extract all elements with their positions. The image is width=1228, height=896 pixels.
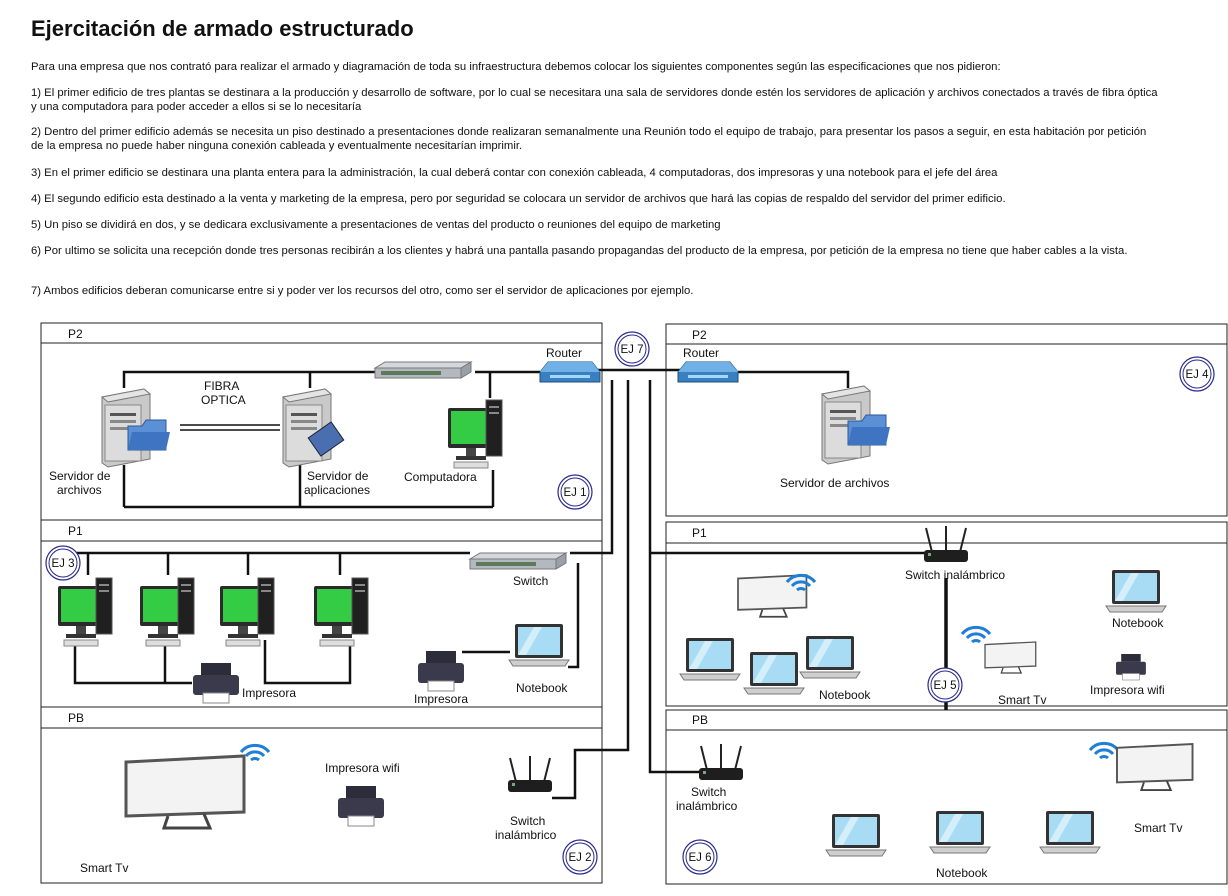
floor-label-b1-p1: P1 [68,524,83,538]
wireless-switch-label-2: inalámbrico [495,828,557,842]
floor-label-b2-pb: PB [692,713,708,727]
badge-ej5: EJ 5 [927,667,963,703]
notebook-label-b2-p1: Notebook [819,688,871,702]
requirement-1: 1) El primer edificio de tres plantas se… [31,87,1158,113]
badge-ej1: EJ 1 [557,474,593,510]
requirement-6: 6) Por ultimo se solicita una recepción … [31,245,1128,257]
smart-tv-label-b2-p1: Smart Tv [998,693,1046,707]
notebook-label-b2-pb: Notebook [936,866,988,880]
admin-pc-2-icon [139,577,195,647]
floor-label-b1-p2: P2 [68,327,83,341]
printer-1-icon [192,662,240,704]
badge-ej3: EJ 3 [45,545,81,581]
smart-tv-label-b1: Smart Tv [80,861,128,875]
page-title: Ejercitación de armado estructurado [31,16,414,41]
computer-label: Computadora [404,470,477,484]
fiber-label-1: FIBRA [204,379,239,393]
wireless-switch-b2-icon [923,525,969,563]
svg-text:EJ 5: EJ 5 [933,680,956,692]
badge-ej7: EJ 7 [614,331,650,367]
requirement-5: 5) Un piso se dividirá en dos, y se dedi… [31,219,721,231]
notebook-b2-2-icon [743,651,805,695]
wireless-switch-b2-pb-label-2: inalámbrico [676,799,738,813]
requirement-7: 7) Ambos edificios deberan comunicarse e… [31,285,694,297]
reception-notebook-2-icon [929,810,991,854]
app-icon [307,421,345,457]
printer-1-label: Impresora [242,686,296,700]
switch-label: Switch [513,574,548,588]
wifi-printer-label-b1: Impresora wifi [325,761,400,775]
wifi-b2-pb-icon [1088,741,1120,760]
smart-tv-b2-p1-icon [984,641,1037,674]
switch-rack-icon [374,361,472,379]
router-label-b1: Router [546,346,582,360]
requirement-2: 2) Dentro del primer edificio además se … [31,126,1147,152]
file-server-label-2: archivos [57,483,102,497]
requirement-4: 4) El segundo edificio esta destinado a … [31,193,1006,205]
admin-pc-4-icon [313,577,369,647]
wireless-switch-label-1: Switch [510,814,545,828]
notebook-b2-1-icon [679,637,741,681]
smart-tv-icon [124,754,246,830]
switch-icon [469,552,567,570]
printer-2-icon [417,650,465,692]
svg-text:EJ 7: EJ 7 [620,344,643,356]
notebook-b2-4-icon [1105,569,1167,613]
tv-presentation-icon [737,574,808,618]
svg-text:EJ 2: EJ 2 [568,852,591,864]
router-b2-icon [677,361,739,383]
fiber-label-2: OPTICA [201,393,246,407]
printer-2-label: Impresora [414,692,468,706]
router-icon [539,361,601,383]
badge-ej4: EJ 4 [1179,356,1215,392]
wifi-printer-b2-icon [1115,653,1147,681]
wifi-printer-label-b2: Impresora wifi [1090,683,1165,697]
svg-text:EJ 6: EJ 6 [688,852,711,864]
svg-text:EJ 3: EJ 3 [51,558,74,570]
intro-text: Para una empresa que nos contrató para r… [31,61,1001,73]
floor-label-b1-pb: PB [68,711,84,725]
wireless-switch-b2-pb-label-1: Switch [691,785,726,799]
reception-notebook-3-icon [1039,810,1101,854]
building-2-p2-frame [665,323,1228,517]
router-label-b2: Router [683,346,719,360]
smart-tv-b2-pb-icon [1116,743,1194,792]
file-server-label-1: Servidor de [49,469,111,483]
svg-text:EJ 4: EJ 4 [1185,369,1209,381]
computer-icon [447,399,503,469]
requirement-3: 3) En el primer edificio se destinara un… [31,167,998,179]
notebook-b2-3-icon [799,635,861,679]
badge-ej6: EJ 6 [682,839,718,875]
wifi-printer-icon [337,785,385,827]
notebook-label-b1: Notebook [516,681,568,695]
badge-ej2: EJ 2 [562,839,598,875]
admin-pc-3-icon [219,577,275,647]
building-1-frame [40,322,603,884]
admin-pc-1-icon [57,577,113,647]
building-2-pb-frame [665,709,1228,885]
wifi-b2-p1b-icon [960,625,992,644]
reception-notebook-1-icon [825,813,887,857]
notebook-label-b2-p1b: Notebook [1112,616,1164,630]
wireless-switch-icon [507,755,553,793]
wireless-switch-b2-label: Switch inalámbrico [905,568,1005,582]
notebook-icon [508,623,570,667]
smart-tv-label-b2-pb: Smart Tv [1134,821,1182,835]
backup-server-label: Servidor de archivos [780,476,889,490]
cables [58,368,948,800]
floor-label-b2-p2: P2 [692,328,707,342]
app-server-label-1: Servidor de [307,469,369,483]
svg-text:EJ 1: EJ 1 [563,487,586,499]
wireless-switch-b2-pb-icon [698,743,744,781]
app-server-label-2: aplicaciones [304,483,370,497]
floor-label-b2-p1: P1 [692,526,707,540]
